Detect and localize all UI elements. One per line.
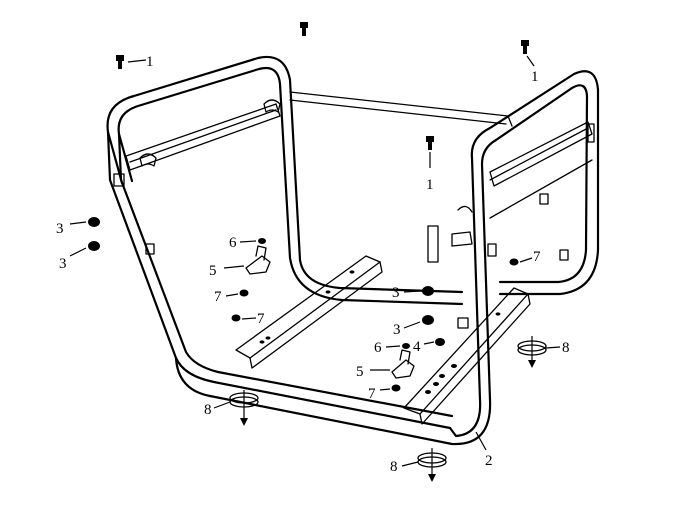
foot-8a [229, 390, 259, 426]
left-mount-rail [235, 255, 383, 369]
callout-4: 4 [413, 339, 421, 355]
callout-6b: 6 [374, 340, 382, 356]
callout-3d: 3 [393, 322, 401, 338]
top-back-crossbar [289, 91, 513, 127]
callout-1b: 1 [531, 69, 539, 85]
bolt-1b [521, 40, 529, 54]
callout-5a: 5 [209, 263, 217, 279]
callout-7b: 7 [257, 311, 265, 327]
callout-7a: 7 [214, 289, 222, 305]
nut-7d [509, 258, 519, 266]
nut-7a [239, 289, 249, 297]
callout-1a: 1 [146, 54, 154, 70]
right-frame-hoop [174, 70, 600, 446]
bracket-5b [391, 349, 415, 379]
bolt-1a [116, 55, 124, 69]
right-mount-rail [403, 287, 531, 425]
leader-lines [69, 55, 561, 467]
left-upper-rail [113, 99, 281, 187]
foot-8b [517, 336, 547, 368]
bolt-top-center [300, 22, 308, 36]
bracket-5a [245, 245, 271, 275]
nut-7b [231, 314, 241, 322]
rear-post [427, 205, 497, 263]
callout-7c: 7 [368, 386, 376, 402]
callout-6a: 6 [229, 235, 237, 251]
callout-3a: 3 [56, 221, 64, 237]
nut-3d [422, 315, 434, 325]
callout-7d: 7 [533, 249, 541, 265]
nut-6b [402, 343, 410, 349]
nut-7c [391, 384, 401, 392]
callout-8a: 8 [204, 402, 212, 418]
nut-3a [88, 217, 100, 227]
right-upper-rail [145, 121, 595, 261]
bolt-1c [426, 136, 434, 150]
callout-3c: 3 [392, 285, 400, 301]
nut-6a [258, 238, 266, 244]
callout-8c: 8 [390, 459, 398, 475]
callout-8b: 8 [562, 340, 570, 356]
foot-8c [417, 448, 447, 482]
nut-3c [422, 286, 434, 296]
nut-3b [88, 241, 100, 251]
washer-4 [435, 338, 445, 346]
callout-labels: 1 1 1 2 3 3 3 3 4 5 5 6 6 7 7 7 7 8 8 8 [56, 54, 570, 475]
callout-3b: 3 [59, 256, 67, 272]
callout-2: 2 [485, 453, 493, 469]
callout-5b: 5 [356, 364, 364, 380]
callout-1c: 1 [426, 177, 434, 193]
